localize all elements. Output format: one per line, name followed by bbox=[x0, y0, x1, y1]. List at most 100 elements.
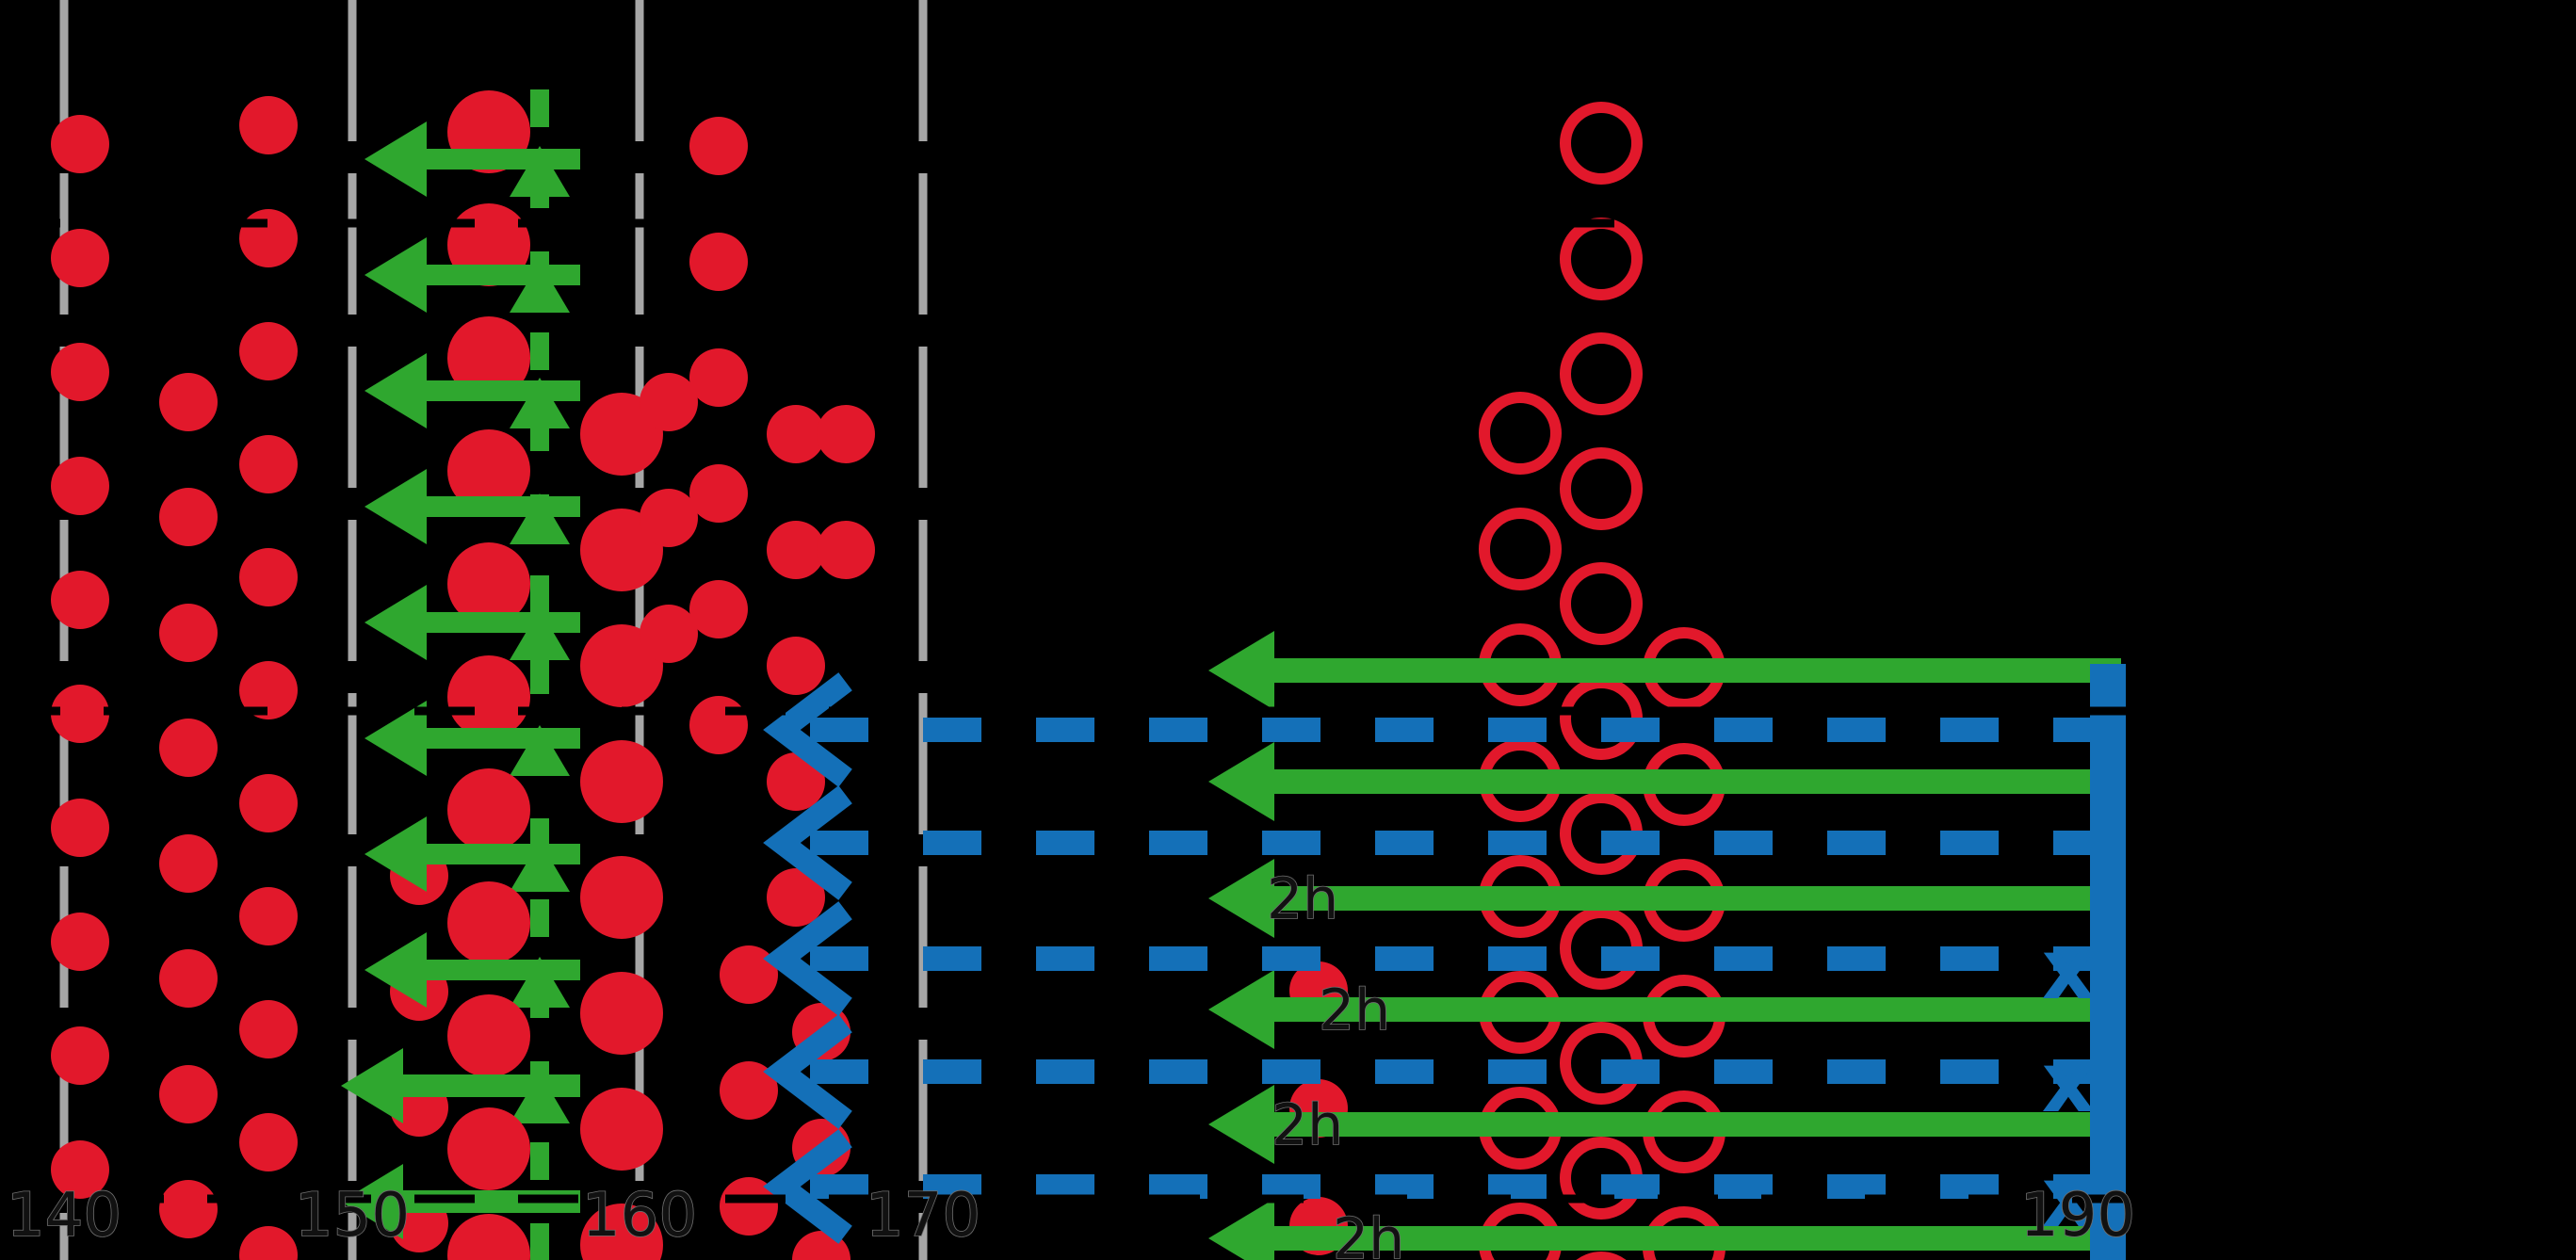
data-dot-filled bbox=[159, 719, 218, 777]
green-up-arrowhead bbox=[510, 609, 570, 660]
data-dot-filled bbox=[51, 685, 109, 743]
data-dot-filled bbox=[689, 233, 748, 291]
data-dot-hollow bbox=[1560, 447, 1643, 530]
data-dot-hollow bbox=[1479, 508, 1562, 590]
data-dot-filled bbox=[767, 752, 825, 811]
data-dot-filled bbox=[239, 774, 298, 832]
green-mid-arrows-head bbox=[341, 1048, 403, 1123]
data-dot-filled bbox=[51, 1026, 109, 1085]
green-long-arrow-head bbox=[1208, 742, 1274, 821]
x-tick-label: 150 bbox=[295, 1181, 410, 1251]
data-dot-filled bbox=[689, 696, 748, 754]
data-dot-filled bbox=[689, 348, 748, 407]
data-dot-filled bbox=[447, 1107, 530, 1190]
green-up-arrowhead bbox=[510, 725, 570, 776]
data-dot-filled bbox=[159, 1180, 218, 1238]
data-dot-filled bbox=[51, 115, 109, 173]
data-dot-filled bbox=[239, 209, 298, 267]
data-dot-filled bbox=[689, 464, 748, 523]
data-dot-filled bbox=[447, 881, 530, 964]
data-dot-filled bbox=[239, 1226, 298, 1260]
data-dot-filled bbox=[239, 887, 298, 945]
data-dot-filled bbox=[447, 768, 530, 851]
data-dot-filled bbox=[447, 542, 530, 625]
duration-label: 2h bbox=[1319, 977, 1390, 1043]
data-dot-filled bbox=[767, 405, 825, 463]
data-dot-filled bbox=[580, 1203, 663, 1260]
green-up-arrowhead bbox=[510, 378, 570, 428]
data-dot-filled bbox=[580, 1088, 663, 1171]
data-dot-filled bbox=[689, 580, 748, 638]
data-dot-filled bbox=[767, 637, 825, 695]
data-dot-filled bbox=[447, 655, 530, 738]
duration-label: 2h bbox=[1267, 866, 1338, 932]
duration-label: 2h bbox=[1333, 1206, 1404, 1260]
data-dot-filled bbox=[640, 373, 698, 431]
green-short-arrows-head bbox=[365, 932, 427, 1008]
data-dot-hollow bbox=[1560, 562, 1643, 645]
green-short-arrows-head bbox=[365, 237, 427, 313]
green-short-arrows-head bbox=[365, 585, 427, 660]
green-short-arrows-head bbox=[365, 816, 427, 892]
data-dot-filled bbox=[239, 1113, 298, 1171]
data-dot-filled bbox=[239, 435, 298, 493]
data-dot-filled bbox=[51, 1140, 109, 1199]
data-dot-filled bbox=[159, 488, 218, 546]
data-dot-filled bbox=[447, 1214, 530, 1260]
data-dot-filled bbox=[720, 1061, 778, 1120]
blue-x-marker: x bbox=[2042, 1034, 2096, 1131]
data-dot-filled bbox=[640, 605, 698, 663]
green-short-arrows-head bbox=[365, 469, 427, 544]
x-tick-label: 140 bbox=[7, 1181, 122, 1251]
data-dot-filled bbox=[51, 457, 109, 515]
data-dot-filled bbox=[159, 834, 218, 893]
data-dot-filled bbox=[447, 994, 530, 1077]
data-dot-filled bbox=[447, 316, 530, 399]
green-long-arrow-head bbox=[1208, 1085, 1274, 1164]
blue-arrow-head bbox=[763, 785, 852, 900]
blue-x-marker: x bbox=[2042, 921, 2096, 1018]
green-short-arrows-head bbox=[365, 353, 427, 428]
data-dot-filled bbox=[239, 96, 298, 154]
data-dot-filled bbox=[640, 489, 698, 547]
data-dot-filled bbox=[689, 117, 748, 175]
data-dot-filled bbox=[51, 913, 109, 971]
data-dot-filled bbox=[767, 868, 825, 927]
data-dot-filled bbox=[159, 604, 218, 662]
data-dot-filled bbox=[51, 571, 109, 629]
data-dot-filled bbox=[580, 856, 663, 939]
green-up-arrowhead bbox=[510, 262, 570, 313]
green-long-arrow-head bbox=[1208, 970, 1274, 1049]
green-long-arrow-head bbox=[1208, 1199, 1274, 1260]
blue-arrow-head bbox=[763, 1129, 852, 1244]
data-dot-hollow bbox=[1560, 332, 1643, 415]
x-tick-label: 170 bbox=[866, 1181, 980, 1251]
data-dot-hollow bbox=[1560, 102, 1643, 185]
data-dot-filled bbox=[239, 548, 298, 606]
data-dot-hollow bbox=[1479, 392, 1562, 475]
green-up-arrowhead bbox=[510, 841, 570, 892]
green-short-arrows-head bbox=[365, 701, 427, 776]
data-dot-filled bbox=[51, 343, 109, 401]
data-dot-filled bbox=[767, 521, 825, 579]
duration-label: 2h bbox=[1272, 1092, 1343, 1158]
blue-arrow-head bbox=[763, 672, 852, 787]
green-short-arrows-head bbox=[365, 121, 427, 197]
data-dot-filled bbox=[239, 322, 298, 380]
blue-arrow-head bbox=[763, 1014, 852, 1129]
green-up-arrowhead bbox=[510, 493, 570, 544]
data-dot-filled bbox=[817, 405, 875, 463]
data-dot-filled bbox=[447, 429, 530, 512]
blue-arrow-head bbox=[763, 901, 852, 1016]
green-mid-arrows-head bbox=[341, 1164, 403, 1239]
data-dot-filled bbox=[580, 972, 663, 1055]
green-up-arrowhead bbox=[510, 1073, 570, 1123]
data-dot-filled bbox=[51, 799, 109, 857]
data-dot-filled bbox=[159, 949, 218, 1008]
data-dot-filled bbox=[817, 521, 875, 579]
data-dot-filled bbox=[720, 1177, 778, 1236]
data-dot-filled bbox=[239, 661, 298, 719]
green-up-arrowhead bbox=[510, 146, 570, 197]
